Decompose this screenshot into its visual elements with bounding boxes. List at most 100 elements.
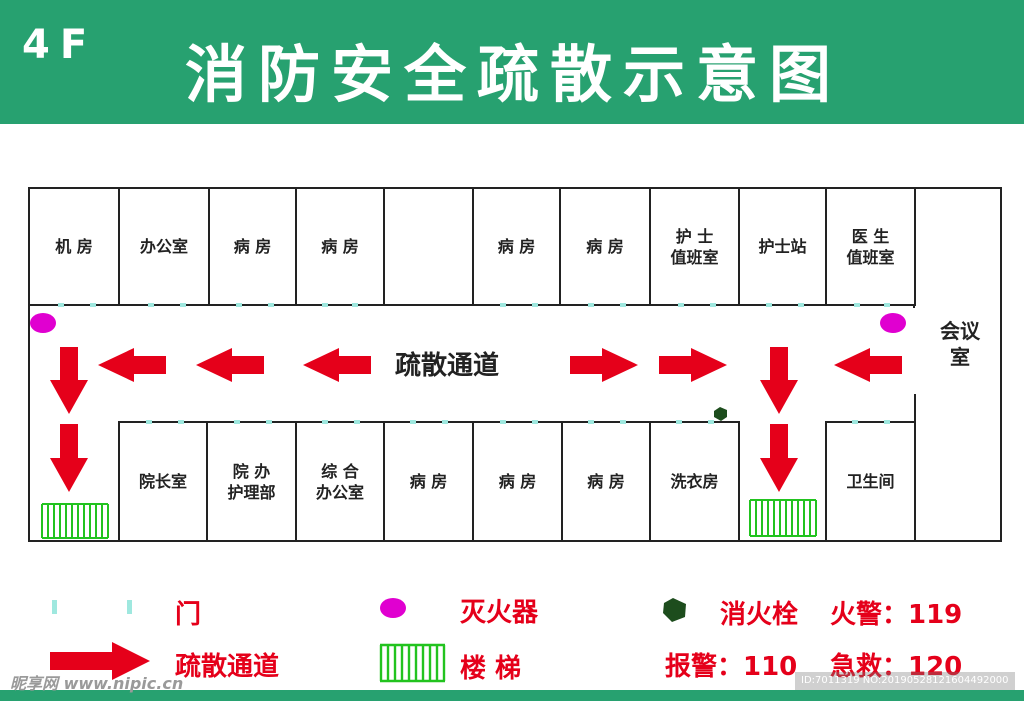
- legend-route-label: 疏散通道: [175, 652, 280, 682]
- footer-bar: [0, 690, 1024, 701]
- door-marker: [798, 303, 804, 307]
- door-marker: [852, 420, 858, 424]
- room-label: 医 生: [851, 226, 890, 246]
- room-label: 卫生间: [846, 472, 895, 491]
- door-marker: [854, 303, 860, 307]
- watermark-id: ID:7011319 NO:20190528121604492000: [795, 672, 1015, 690]
- door-marker: [266, 420, 272, 424]
- legend-door-label: 门: [175, 600, 202, 630]
- room-nursing-dept: 院 办 护理部: [206, 421, 297, 542]
- room-president: 院长室: [118, 421, 208, 542]
- room-nurse-station: 护士站: [738, 187, 827, 306]
- door-marker: [354, 420, 360, 424]
- legend-door-icon: [127, 600, 132, 614]
- room-label-meeting: 会议室: [940, 319, 980, 369]
- room-label: 病 房: [233, 237, 272, 256]
- evacuation-arrow-icon: [834, 348, 902, 382]
- legend-extinguisher-icon: [380, 598, 406, 618]
- legend-route-arrow-icon: [50, 642, 150, 680]
- evacuation-arrow-icon: [50, 424, 88, 492]
- door-marker: [710, 303, 716, 307]
- door-marker: [178, 420, 184, 424]
- legend-door-icon: [52, 600, 57, 614]
- room-label: 院长室: [138, 472, 187, 491]
- room-label: 病 房: [497, 237, 536, 256]
- room-label: 机 房: [55, 237, 93, 256]
- room-label: 护理部: [227, 482, 276, 502]
- fire-hydrant-icon: [714, 407, 727, 421]
- door-marker: [148, 303, 154, 307]
- door-marker: [58, 303, 64, 307]
- header-banner: 4F 消防安全疏散示意图: [0, 0, 1024, 124]
- door-marker: [322, 420, 328, 424]
- room-label: 值班室: [846, 247, 895, 267]
- fire-extinguisher-icon: [30, 313, 56, 333]
- stairs-icon: [41, 503, 109, 539]
- legend-hydrant-icon: [663, 598, 686, 622]
- room-label: 病 房: [587, 472, 625, 491]
- door-marker: [268, 303, 274, 307]
- wall-segment: [738, 421, 740, 541]
- meeting-door-gap: [913, 306, 917, 394]
- evacuation-arrow-icon: [760, 424, 798, 492]
- room-label: 洗衣房: [670, 472, 719, 491]
- legend-fire-phone: 火警：119: [830, 600, 963, 630]
- door-marker: [410, 420, 416, 424]
- room-label: 院 办: [232, 461, 271, 481]
- room-ward: 病 房: [383, 421, 474, 542]
- room-label: 护 士: [675, 226, 714, 246]
- door-marker: [532, 303, 538, 307]
- evacuation-arrow-icon: [760, 347, 798, 414]
- room-office: 办公室: [118, 187, 210, 306]
- door-marker: [588, 420, 594, 424]
- room-general-office: 综 合 办公室: [295, 421, 385, 542]
- door-marker: [532, 420, 538, 424]
- room-doctor-duty: 医 生 值班室: [825, 187, 916, 306]
- room-nurse-duty: 护 士 值班室: [649, 187, 740, 306]
- wall-segment: [913, 304, 915, 308]
- evacuation-arrow-icon: [659, 348, 727, 382]
- door-marker: [352, 303, 358, 307]
- door-marker: [500, 420, 506, 424]
- watermark-site: 昵享网 www.nipic.cn: [10, 674, 184, 693]
- door-marker: [180, 303, 186, 307]
- door-marker: [884, 420, 890, 424]
- door-marker: [766, 303, 772, 307]
- room-label: 护士站: [758, 237, 807, 256]
- door-marker: [620, 303, 626, 307]
- door-marker: [708, 420, 714, 424]
- door-marker: [676, 420, 682, 424]
- fire-extinguisher-icon: [880, 313, 906, 333]
- evacuation-arrow-icon: [303, 348, 371, 382]
- legend-police-phone: 报警：110: [665, 652, 798, 682]
- legend-ambulance-phone: 急救：120: [830, 652, 963, 682]
- room-ward: 病 房: [472, 421, 563, 542]
- room-restroom: 卫生间: [825, 421, 916, 542]
- legend-extinguisher-label: 灭火器: [460, 598, 539, 628]
- legend-stairs-icon: [379, 643, 446, 683]
- door-marker: [620, 420, 626, 424]
- room-label: 病 房: [321, 237, 359, 256]
- room-label: 办公室: [315, 482, 364, 502]
- evacuation-arrow-icon: [196, 348, 264, 382]
- door-marker: [322, 303, 328, 307]
- wall-left: [28, 187, 30, 542]
- door-marker: [146, 420, 152, 424]
- room-label: 病 房: [498, 472, 537, 491]
- door-marker: [500, 303, 506, 307]
- page-title: 消防安全疏散示意图: [185, 38, 843, 111]
- stairs-icon: [749, 499, 817, 537]
- door-marker: [442, 420, 448, 424]
- corridor-label: 疏散通道: [395, 351, 500, 381]
- evacuation-arrow-icon: [570, 348, 638, 382]
- room-label: 病 房: [586, 237, 624, 256]
- evacuation-arrow-icon: [50, 347, 88, 414]
- door-marker: [90, 303, 96, 307]
- room-label: 综 合: [321, 461, 359, 481]
- door-marker: [236, 303, 242, 307]
- floor-label: 4F: [22, 22, 98, 68]
- room-laundry: 洗衣房: [649, 421, 740, 542]
- legend-stairs-label: 楼 梯: [460, 654, 522, 684]
